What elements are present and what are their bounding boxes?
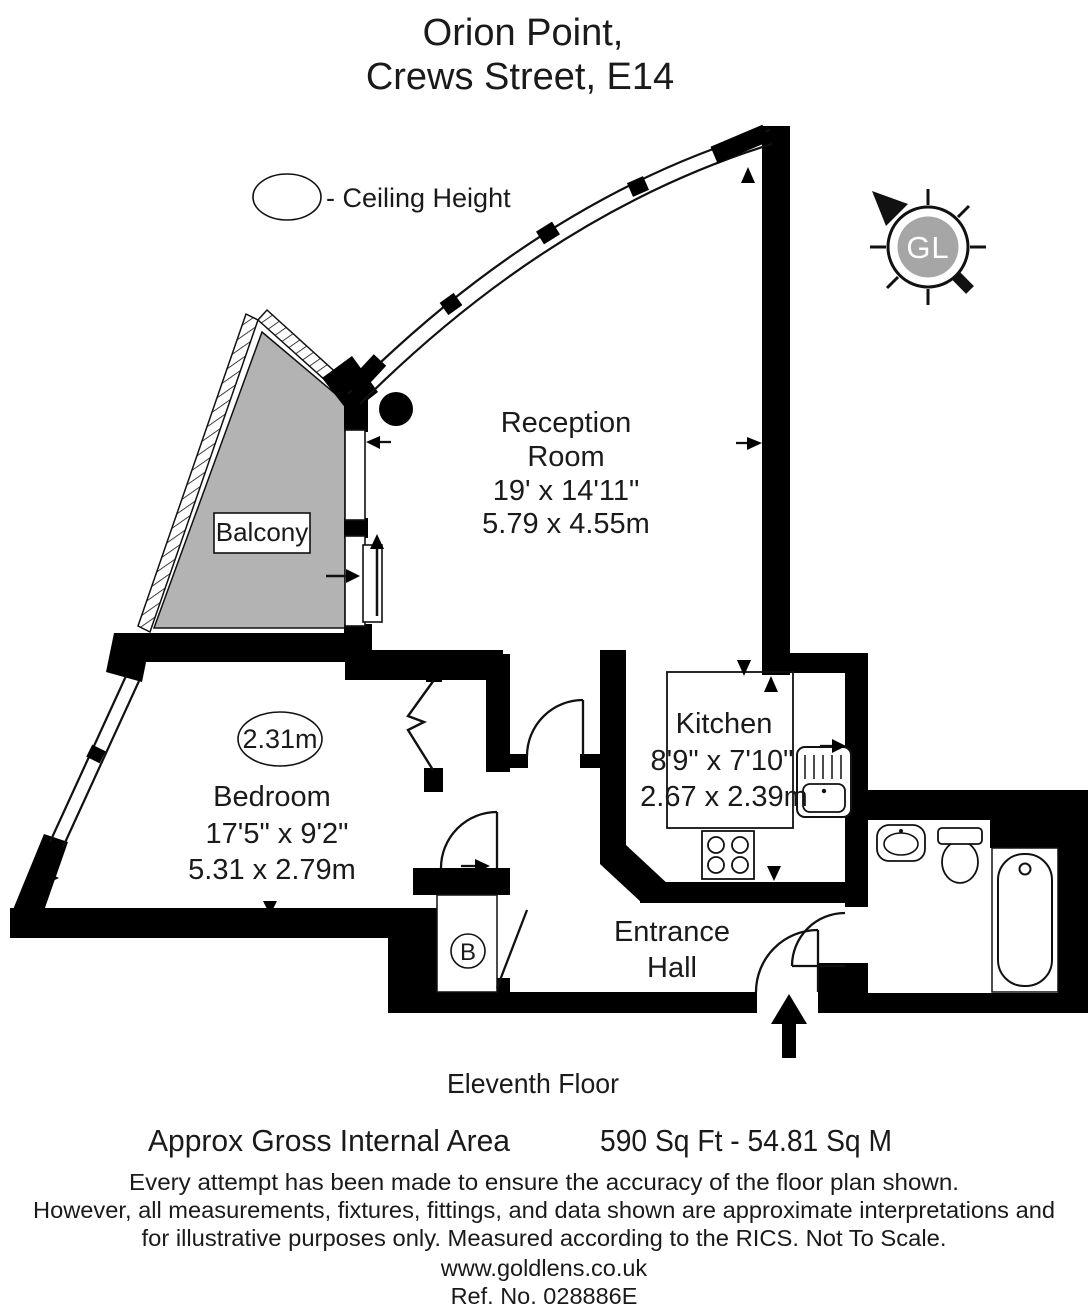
reception-window-wall (345, 124, 773, 405)
entrance-hall-name-2: Hall (647, 952, 697, 984)
basin-icon (876, 824, 926, 862)
ceiling-height-label: - Ceiling Height (326, 183, 511, 213)
compass-icon: GL (870, 189, 986, 305)
kitchen-fixtures (666, 671, 852, 880)
ceiling-height-badge (237, 711, 323, 767)
bedroom-window-wall (48, 675, 141, 848)
reception-door-swing (525, 698, 584, 757)
slide-arrow-right-icon (346, 569, 360, 583)
walls (10, 126, 1088, 1013)
bathroom-fixtures (876, 824, 1059, 993)
bedroom-dims-metric: 5.31 x 2.79m (188, 854, 356, 886)
toilet-icon (937, 827, 983, 884)
entry-arrow-icon (771, 994, 807, 1058)
front-door-swing (754, 928, 819, 993)
website-text: www.goldlens.co.uk (440, 1255, 648, 1281)
bedroom-dims-imperial: 17'5" x 9'2" (206, 818, 349, 850)
bedroom-label: 2.31m Bedroom 17'5" x 9'2" 5.31 x 2.79m (188, 711, 356, 886)
bedroom-name: Bedroom (213, 781, 331, 813)
column (379, 392, 413, 426)
disclaimer-line-2: However, all measurements, fixtures, fit… (33, 1197, 1055, 1223)
balcony-sliding-panel (362, 544, 383, 623)
bedroom-door-swing (439, 810, 498, 869)
kitchen-dims-imperial: 8'9" x 7'10" (651, 745, 794, 777)
reception-name-1: Reception (501, 407, 632, 439)
closet-label: B (450, 933, 486, 969)
sink-icon (796, 746, 852, 818)
bathroom-door-swing (790, 911, 846, 967)
balcony-window (344, 429, 366, 521)
wardrobe (406, 662, 443, 792)
reception-dims-metric: 5.79 x 4.55m (482, 508, 650, 540)
disclaimer-line-3: for illustrative purposes only. Measured… (142, 1225, 947, 1251)
hob-icon (701, 830, 755, 880)
room-labels: Reception Room 19' x 14'11" 5.79 x 4.55m… (188, 407, 808, 984)
balcony-railing-left (137, 312, 259, 634)
compass-label: GL (906, 230, 949, 265)
kitchen-counter (666, 671, 794, 829)
balcony-name: Balcony (216, 517, 309, 547)
kitchen-label: Kitchen 8'9" x 7'10" 2.67 x 2.39m (640, 708, 808, 813)
ceiling-height-ellipse-icon (252, 173, 322, 221)
footer: Eleventh Floor Approx Gross Internal Are… (33, 1068, 1055, 1309)
reception-dims-imperial: 19' x 14'11" (493, 475, 640, 507)
title-line-2: Crews Street, E14 (366, 56, 674, 98)
balcony-label: Balcony (213, 512, 311, 554)
ceiling-height-legend: - Ceiling Height (252, 173, 511, 221)
compass-inner-circle (897, 216, 959, 278)
entrance-hall-label: Entrance Hall (614, 916, 730, 984)
area-value: 590 Sq Ft - 54.81 Sq M (600, 1123, 892, 1158)
doors (436, 698, 846, 993)
slide-arrow-up-icon (370, 534, 384, 549)
bedroom-ceiling-height: 2.31m (242, 724, 317, 754)
reference-number: Ref. No. 028886E (451, 1283, 638, 1309)
north-arrow-head (872, 191, 908, 226)
bathtub-icon (991, 847, 1059, 993)
dimension-arrows (44, 167, 846, 915)
reception-room-label: Reception Room 19' x 14'11" 5.79 x 4.55m (482, 407, 650, 540)
closet-door (495, 909, 529, 989)
kitchen-name: Kitchen (676, 708, 773, 740)
title-line-1: Orion Point, (423, 12, 624, 54)
disclaimer-line-1: Every attempt has been made to ensure th… (129, 1169, 959, 1195)
closet-letter: B (460, 939, 476, 966)
reception-name-2: Room (527, 441, 604, 473)
page-title: Orion Point, Crews Street, E14 (366, 12, 674, 98)
balcony-doors (326, 429, 384, 627)
area-label: Approx Gross Internal Area (148, 1123, 511, 1158)
kitchen-dims-metric: 2.67 x 2.39m (640, 781, 808, 813)
floor-label: Eleventh Floor (447, 1068, 619, 1099)
entrance-hall-name-1: Entrance (614, 916, 730, 948)
